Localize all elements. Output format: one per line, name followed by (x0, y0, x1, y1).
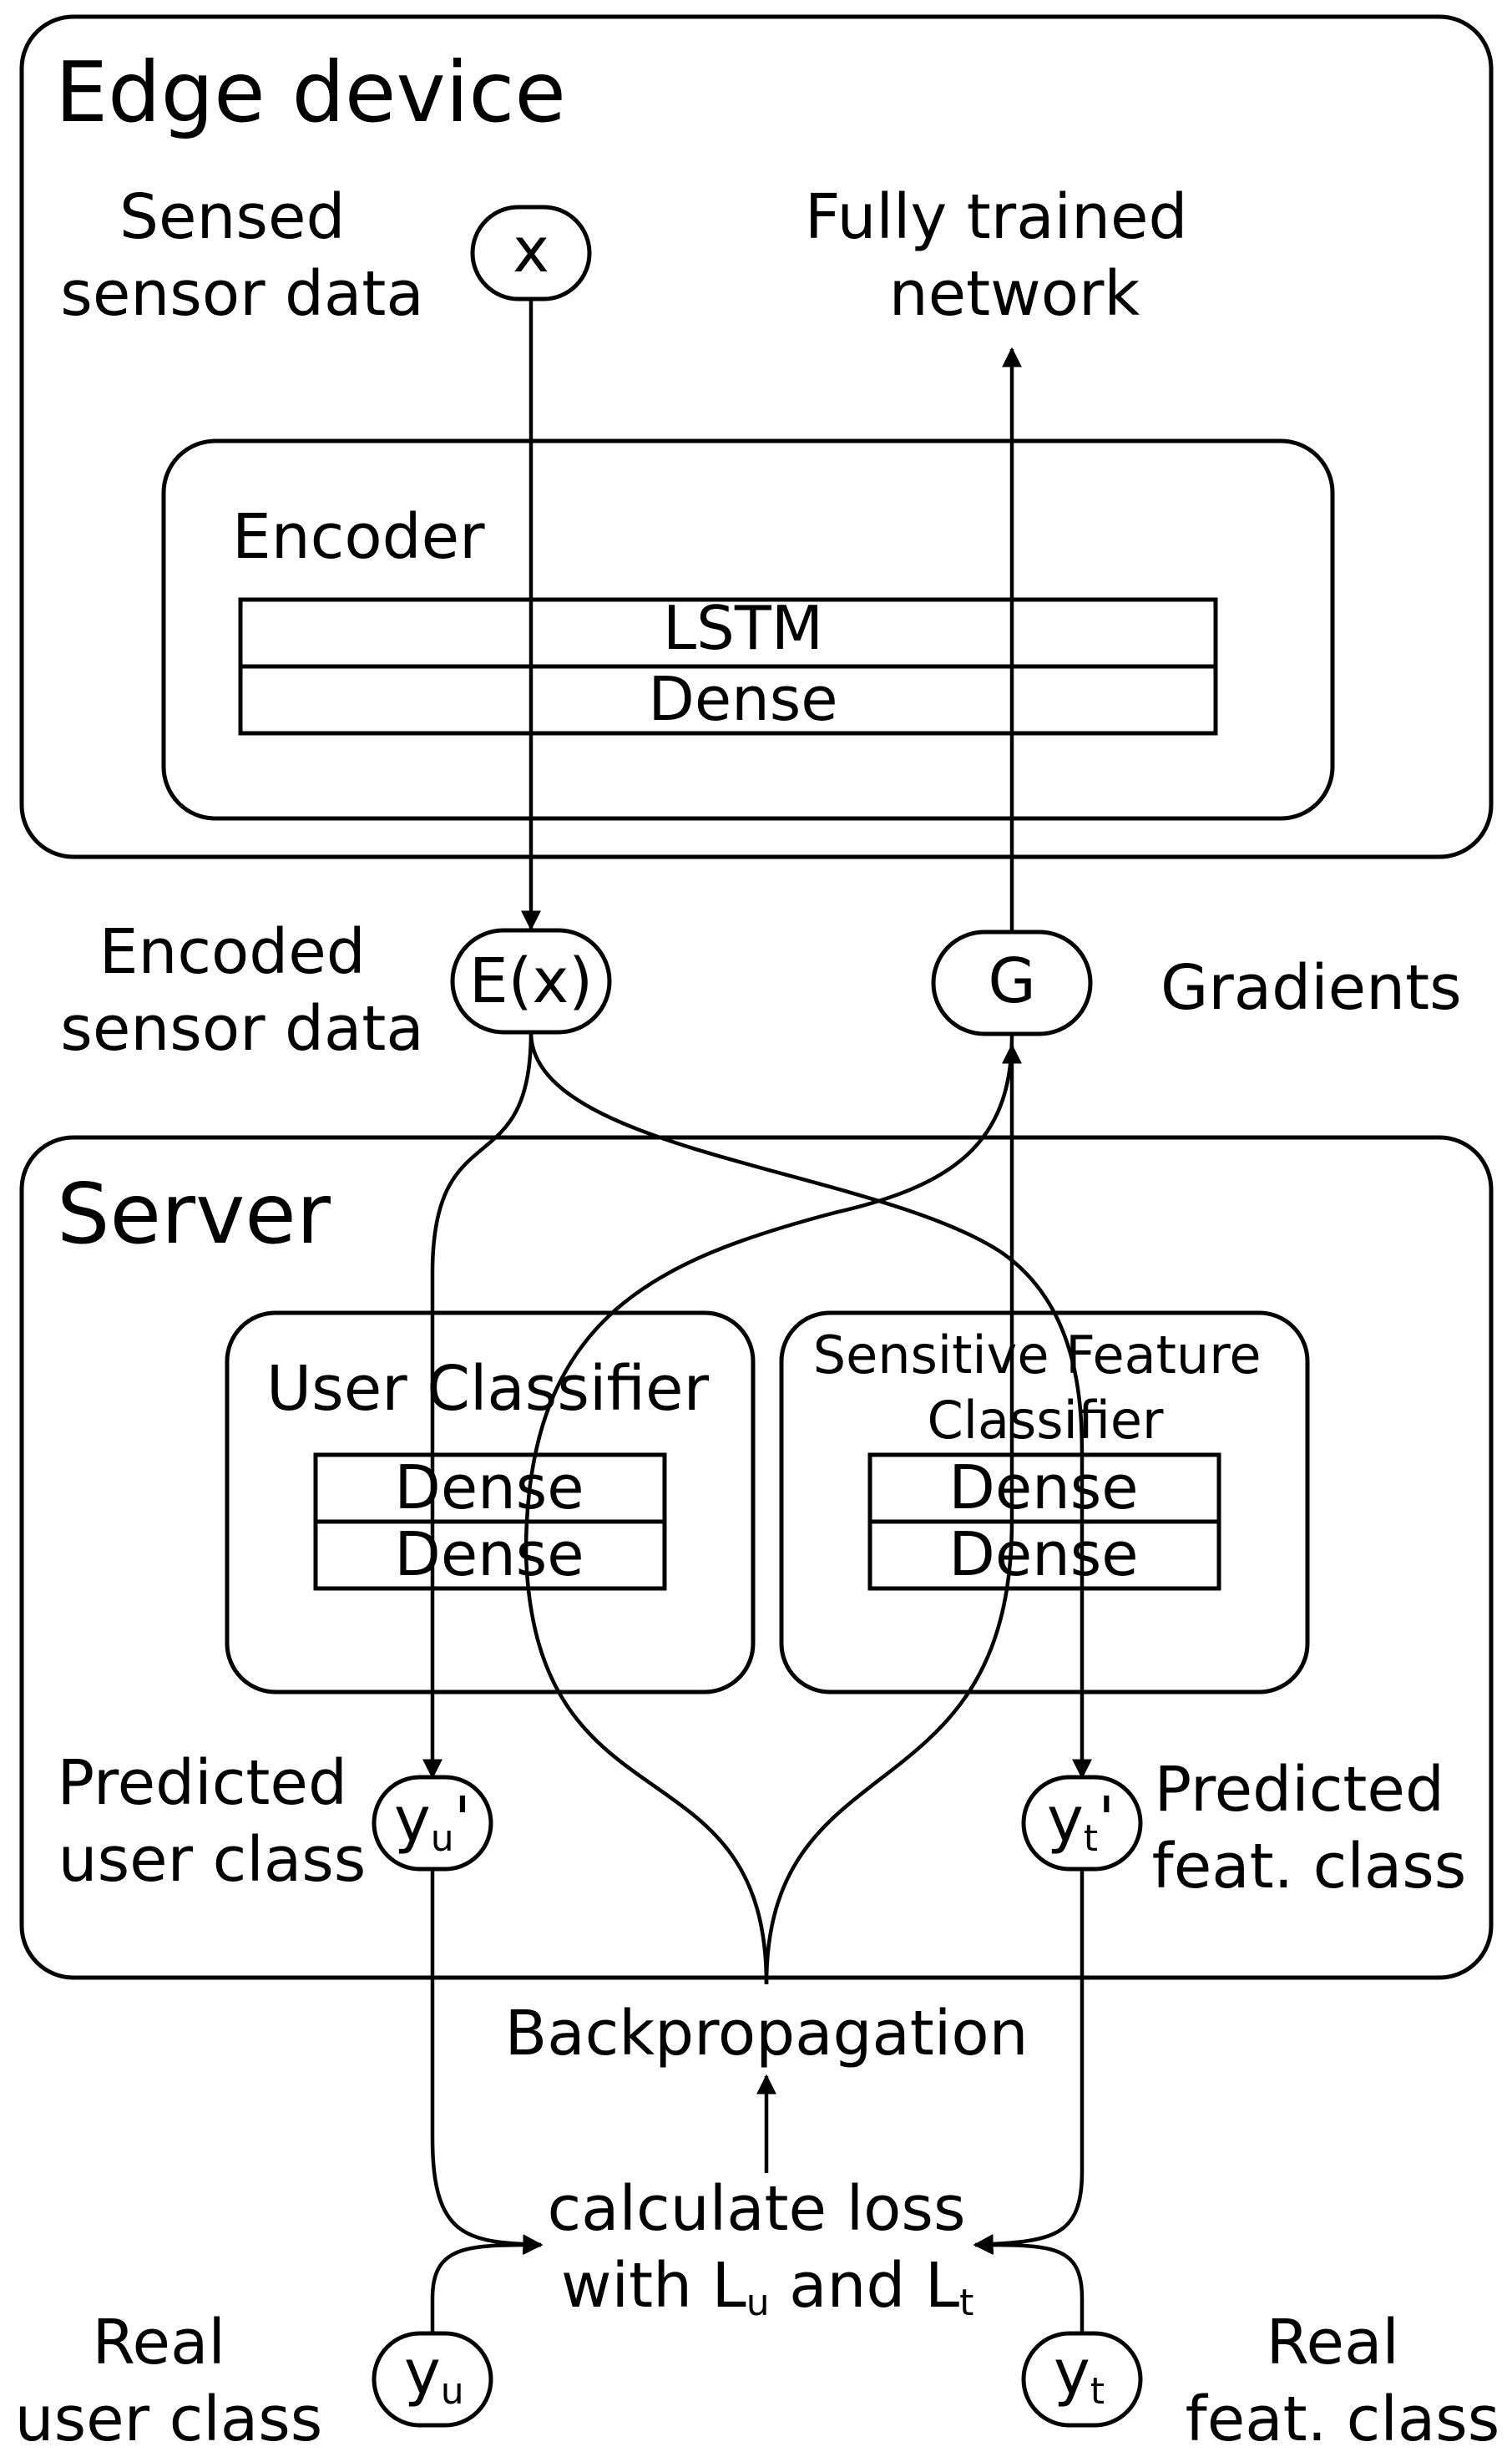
real-feat-node (1021, 2331, 1143, 2428)
predicted-user-node-label: yu' (394, 1784, 471, 1860)
loss-functions-label: with Lu and Lt (561, 2250, 973, 2324)
server-container (19, 1135, 1494, 1980)
backprop-branch-left (523, 1035, 1014, 1985)
real-user-node-label: yu (404, 2337, 464, 2413)
encoder-title: Encoder (232, 501, 485, 573)
feature-classifier-dense-label-1: Dense (948, 1452, 1138, 1522)
edge-device-container (19, 14, 1494, 859)
predicted-feat-node-label: yt' (1047, 1784, 1115, 1860)
input-node-x-label: x (513, 215, 549, 286)
real-user-node (372, 2331, 493, 2428)
user-classifier-dense-layer-1 (313, 1452, 667, 1524)
feature-classifier-container (779, 1310, 1310, 1695)
encoded-sensor-data-label: Encoded sensor data (60, 916, 423, 1065)
predicted-feat-node (1021, 1775, 1143, 1872)
real-feat-class-label: Real feat. class (1186, 2307, 1500, 2455)
arrow-encoded-to-predicted-user (422, 1031, 533, 1780)
user-classifier-dense-label-2: Dense (394, 1519, 584, 1589)
gradients-label: Gradients (1161, 952, 1462, 1024)
feature-classifier-dense-layer-2 (867, 1519, 1221, 1591)
user-classifier-title: User Classifier (266, 1353, 710, 1425)
user-classifier-container (225, 1310, 756, 1695)
encoder-lstm-label: LSTM (663, 593, 823, 663)
encoder-dense-layer (238, 664, 1218, 736)
sensed-sensor-data-label: Sensed sensor data (60, 181, 423, 330)
arrow-real-feat-to-loss (973, 2235, 1085, 2333)
user-classifier-dense-label-1: Dense (394, 1452, 584, 1522)
feature-classifier-dense-layer-1 (867, 1452, 1221, 1524)
predicted-user-class-label: Predicted user class (58, 1747, 367, 1896)
predicted-feat-class-label: Predicted feat. class (1152, 1754, 1467, 1902)
real-feat-node-label: yt (1054, 2337, 1105, 2413)
encoded-node-label: E(x) (469, 945, 593, 1017)
user-classifier-dense-layer-2 (313, 1519, 667, 1591)
arrow-real-user-to-loss (430, 2235, 544, 2333)
encoded-node (450, 928, 612, 1035)
predicted-user-node (372, 1775, 493, 1872)
gradient-node-label: G (988, 945, 1035, 1017)
server-title: Server (57, 1165, 331, 1263)
encoder-dense-label: Dense (648, 664, 837, 734)
calculate-loss-label: calculate loss (547, 2173, 965, 2245)
gradient-node (931, 930, 1093, 1036)
encoder-container (161, 438, 1335, 821)
feature-classifier-dense-label-2: Dense (948, 1519, 1138, 1589)
fully-trained-network-label: Fully trained network (805, 181, 1207, 330)
feature-classifier-title: Sensitive Feature Classifier (813, 1325, 1277, 1451)
backprop-branch-right (764, 1043, 1022, 1985)
edge-device-title: Edge device (55, 43, 566, 141)
backpropagation-label: Backpropagation (504, 1998, 1028, 2069)
arrow-encoded-to-predicted-feat (528, 1031, 1092, 1780)
real-user-class-label: Real user class (15, 2307, 323, 2455)
